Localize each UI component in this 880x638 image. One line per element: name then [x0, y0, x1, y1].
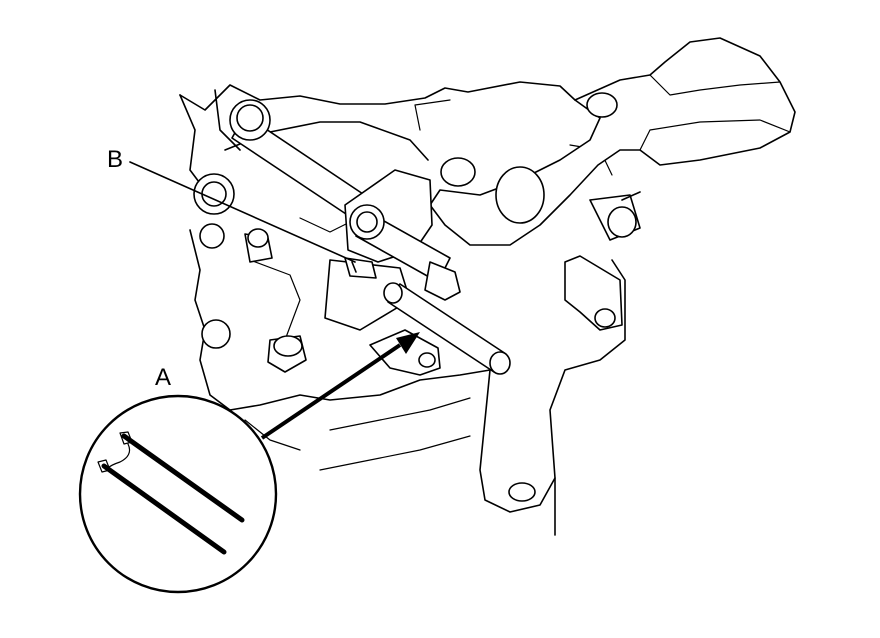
roll-pin-upper — [119, 431, 245, 523]
left-lugs — [193, 173, 307, 373]
right-bracket — [564, 255, 623, 331]
roll-pin-split-curve — [107, 443, 131, 469]
callout-a-arrow — [260, 332, 420, 440]
callout-b-leader — [129, 161, 356, 263]
roll-pin-lower — [97, 459, 227, 555]
detail-circle-a — [78, 394, 278, 594]
upper-shift-shaft — [229, 99, 373, 223]
pin-driver-rod — [383, 282, 511, 375]
callout-label-a: A — [155, 364, 172, 391]
cover-bracket — [429, 37, 796, 246]
detent-bolt — [589, 191, 641, 241]
spring-pin-b — [344, 257, 377, 279]
lower-shift-shaft — [349, 204, 461, 301]
callout-label-b: B — [107, 146, 124, 173]
lower-tab — [369, 329, 441, 376]
